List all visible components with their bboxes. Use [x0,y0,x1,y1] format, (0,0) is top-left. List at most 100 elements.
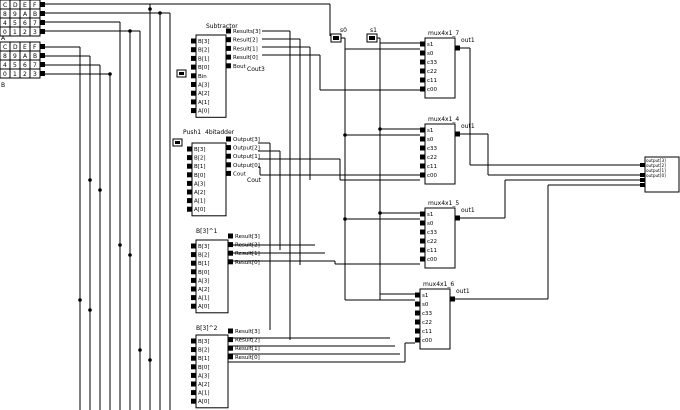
keypad-b-key-label: 7 [33,62,37,69]
component-blocks: SubtractorB[3]B[2]B[1]B[0]BinA[3]A[2]A[1… [183,23,475,409]
xor1-body [195,239,229,314]
mux4x1_4-input-pin [420,172,425,178]
select-wires [341,37,420,301]
bin-push-button[interactable] [176,69,187,78]
xor1-input-label: B[2] [198,253,210,259]
subtractor-output-pin [226,54,231,60]
xor2-input-label: A[2] [198,382,210,388]
adder-output-pin [226,162,231,168]
keypad-b-key-label: C [3,44,7,51]
xor1-input-pin [191,303,196,309]
subtractor-output-label: Result[0] [233,55,258,61]
adder-input-label: A[2] [194,190,206,196]
mux4x1_6-input-label: s0 [422,302,429,308]
mux4x1_7-input-label: c22 [427,69,437,75]
adder-input-pin [187,163,192,169]
xor1-input-pin [191,260,196,266]
mux4x1_6-input-label: c22 [422,320,432,326]
xor2-output-pin [228,328,233,334]
adder-input-label: A[1] [194,199,206,205]
mux4x1_4-input-label: c33 [427,146,438,152]
keypad-b-key-label: D [13,44,18,51]
adder-title: 4bitadder [205,129,235,136]
mux4x1_6-input-pin [415,292,420,298]
xor2-input-pin [191,398,196,404]
xor2-input-label: B[2] [198,348,210,354]
xor1-input-pin [191,269,196,275]
subtractor-body [195,34,227,118]
adder-input-label: B[0] [194,173,206,179]
mux4x1_5-input-pin [420,247,425,253]
adder-input-pin [187,146,192,152]
xor1-input-pin [191,286,196,292]
subtractor-input-pin [191,38,196,44]
subtractor-input-label: Bin [198,74,207,80]
adder-subtitle: Push1 [183,129,201,136]
xor2-input-label: A[1] [198,391,210,397]
mux4x1_5-output-pin [455,215,460,221]
mux4x1_6-input-pin [415,310,420,316]
keypad-b-key-label: 5 [13,62,17,69]
xor2-input-label: A[0] [198,399,210,405]
xor1-input-label: B[0] [198,270,210,276]
mux4x1_6-output-label: out1 [456,288,470,295]
adder-input-pin [187,206,192,212]
keypad-b-output-pin [40,44,45,49]
subtractor-input-pin [191,47,196,53]
keypad-b-key-label: 3 [33,71,37,78]
keypad-b-key-label: 6 [23,62,27,69]
output-line-1: output[1] [646,168,666,173]
xor1-input-pin [191,243,196,249]
mux4x1_4-input-label: s0 [427,137,434,143]
keypad-a-output-pin [40,20,45,25]
xor2-block: B[3]^2B[3]B[2]B[1]B[0]A[3]A[2]A[1]A[0]Re… [191,325,260,409]
adder-output-label: Cout [233,171,247,177]
keypad-b-key-label: F [33,44,37,51]
xor1-title: B[3]^1 [196,228,218,235]
adder-input-label: A[0] [194,207,206,213]
subtractor-output-pin [226,28,231,34]
select-s1[interactable]: s1 [366,27,378,43]
mux4x1_4-output-label: out1 [461,123,475,130]
keypad-a-key-label: 3 [33,29,37,36]
adder-input-pin [187,198,192,204]
keypad-b-output-pin [40,62,45,67]
keypad-a-key-label: F [33,2,37,9]
adder-push-button[interactable] [172,138,183,147]
mux4x1_7-input-label: s0 [427,51,434,57]
mux4x1_6-input-label: c00 [422,338,433,344]
subtractor-output-label: Bout [233,64,247,70]
keypad-b-key-label: E [23,44,27,51]
output-line-2: output[2] [646,163,666,168]
mux4x1_7-output-pin [455,45,460,51]
mux4x1_6-input-label: s1 [422,293,428,299]
subtractor-output-pin [226,63,231,69]
mux4x1_4-input-pin [420,145,425,151]
xor2-output-pin [228,345,233,351]
mux4x1_5-input-pin [420,229,425,235]
keypad-a-key-label: 7 [33,20,37,27]
mux4x1_5-input-label: s0 [427,221,434,227]
mux4x1_5-input-pin [420,238,425,244]
keypad-b-key-label: 1 [13,71,17,78]
xor1-output-label: Result[1] [235,251,260,257]
keypad-a-key-label: 6 [23,20,27,27]
mux4x1_7-input-pin [420,68,425,74]
adder-output-pin [226,153,231,159]
subtractor-input-label: B[3] [198,39,210,45]
keypad-b-key-label: B [33,53,37,60]
keypad-a-key-label: A [23,11,28,18]
keypad-b-key-label: 2 [23,71,27,78]
mux4x1_5-title: mux4x1_5 [428,200,459,207]
xor2-input-pin [191,355,196,361]
xor2-input-pin [191,347,196,353]
mux4x1_7-body [424,37,456,99]
subtractor-input-label: A[1] [198,100,210,106]
